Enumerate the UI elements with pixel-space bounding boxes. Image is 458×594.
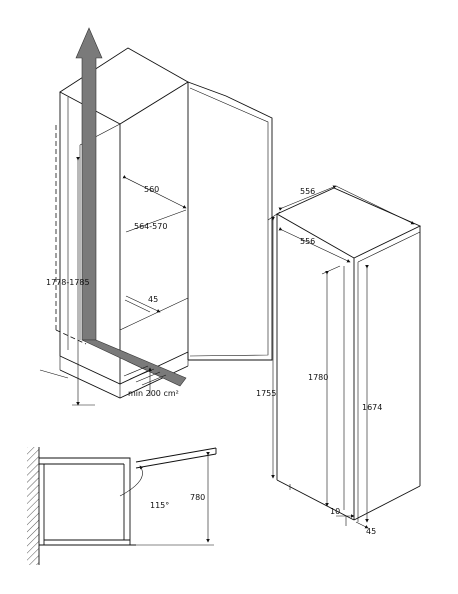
- appliance-drawing: [267, 185, 422, 529]
- vent-area-label: min 200 cm²: [128, 389, 179, 398]
- gap-label: 45: [148, 295, 158, 304]
- detail-depth-label: 780: [190, 493, 205, 502]
- niche-depth-label: 560: [144, 185, 159, 194]
- bottom-gap-label: 10: [330, 507, 340, 516]
- door-offset-label: 45: [366, 527, 376, 536]
- appliance-depth-label: 556: [300, 187, 315, 196]
- door-angle-label: 115°: [150, 501, 169, 510]
- airflow-up-arrow: [75, 27, 103, 341]
- door-height-label: 1780: [308, 373, 328, 382]
- total-height-label: 1755: [256, 389, 276, 398]
- door-opening-detail: [27, 447, 217, 565]
- niche-width-label: 564-570: [134, 222, 167, 231]
- height-range-label: 1778-1785: [46, 278, 90, 287]
- appliance-width-label: 556: [300, 237, 315, 246]
- airflow-bottom-arrow: [81, 339, 187, 387]
- niche-drawing: [39, 27, 273, 406]
- door-panel-height-label: 1674: [362, 403, 382, 412]
